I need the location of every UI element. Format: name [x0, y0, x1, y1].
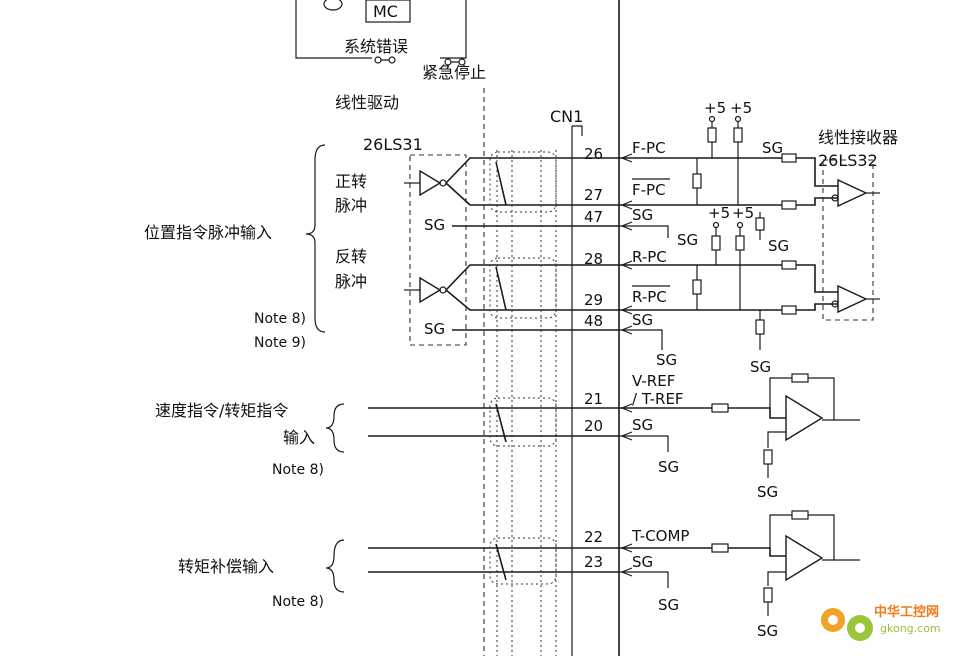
line-driver-part: 26LS31	[363, 135, 423, 154]
sg-receiver-top: SG	[762, 139, 783, 157]
position-input-label: 位置指令脉冲输入	[144, 223, 272, 242]
line-driver-title: 线性驱动	[335, 93, 399, 112]
sig-sg-47: SG	[632, 206, 653, 224]
line-receiver-part: 26LS32	[818, 151, 878, 170]
sig-fpc: F-PC	[632, 139, 666, 157]
speed-torque-line1: 速度指令/转矩指令	[155, 401, 288, 420]
sg-receiver-bottom: SG	[750, 358, 771, 376]
pin-23: 23	[584, 553, 603, 571]
pin-27: 27	[584, 186, 603, 204]
pin-29: 29	[584, 291, 603, 309]
sig-rpc-bar: R-PC	[632, 288, 667, 306]
sig-sg-20: SG	[632, 416, 653, 434]
mc-label: MC	[373, 2, 398, 21]
forward-pulse-line1: 正转	[335, 172, 367, 191]
sig-vref: V-REF	[632, 372, 675, 390]
system-error-label: 系统错误	[344, 37, 408, 56]
sg-47-ground: SG	[677, 231, 698, 249]
note8-torque: Note 8)	[272, 594, 324, 610]
sg-48-ground: SG	[656, 351, 677, 369]
note9-position: Note 9)	[254, 335, 306, 351]
connector-label: CN1	[550, 107, 583, 126]
sg-23-ground: SG	[658, 596, 679, 614]
pin-47: 47	[584, 208, 603, 226]
sig-sg-23: SG	[632, 553, 653, 571]
forward-pulse-line2: 脉冲	[335, 196, 367, 215]
driver-reverse	[404, 264, 620, 311]
plus5-3: +5	[708, 204, 730, 222]
note8-position: Note 8)	[254, 311, 306, 327]
reverse-pulse-line2: 脉冲	[335, 272, 367, 291]
pin-20: 20	[584, 417, 603, 435]
note8-speed: Note 8)	[272, 462, 324, 478]
plus5-1: +5	[704, 99, 726, 117]
sig-tcomp: T-COMP	[631, 527, 689, 545]
pin-21: 21	[584, 390, 603, 408]
watermark: 中华工控网 gkong.com	[821, 604, 941, 641]
watermark-cn: 中华工控网	[874, 604, 939, 620]
receiver-reverse-wiring: +5 +5 SG	[620, 204, 880, 315]
pin-26: 26	[584, 145, 603, 163]
sg-opamp-1: SG	[757, 483, 778, 501]
receiver-forward-wiring: +5 +5 SG	[620, 99, 880, 210]
emergency-stop-label: 紧急停止	[422, 63, 486, 82]
pin-22: 22	[584, 528, 603, 546]
line-receiver-title: 线性接收器	[818, 128, 898, 147]
sg-receiver-mid: SG	[768, 237, 789, 255]
sg-driver-1: SG	[424, 216, 445, 234]
pin-28: 28	[584, 250, 603, 268]
sg-driver-2: SG	[424, 320, 445, 338]
sig-sg-48: SG	[632, 311, 653, 329]
plus5-4: +5	[732, 204, 754, 222]
sig-rpc: R-PC	[632, 248, 667, 266]
reverse-pulse-line1: 反转	[335, 247, 367, 266]
torque-comp-label: 转矩补偿输入	[178, 557, 274, 576]
sg-20-ground: SG	[658, 458, 679, 476]
sig-fpc-bar: F-PC	[632, 181, 666, 199]
plus5-2: +5	[730, 99, 752, 117]
watermark-url: gkong.com	[880, 622, 941, 635]
driver-forward	[404, 157, 620, 206]
top-block: MC 系统错误 紧急停止	[295, 0, 486, 82]
pin-48: 48	[584, 312, 603, 330]
torque-comp-wiring: 22 23 T-COMP SG SG SG	[368, 510, 860, 640]
speed-torque-wiring: 21 20 V-REF / T-REF SG SG SG	[368, 372, 860, 501]
sg-opamp-2: SG	[757, 622, 778, 640]
speed-torque-line2: 输入	[283, 428, 315, 447]
sig-tref: / T-REF	[632, 390, 684, 408]
